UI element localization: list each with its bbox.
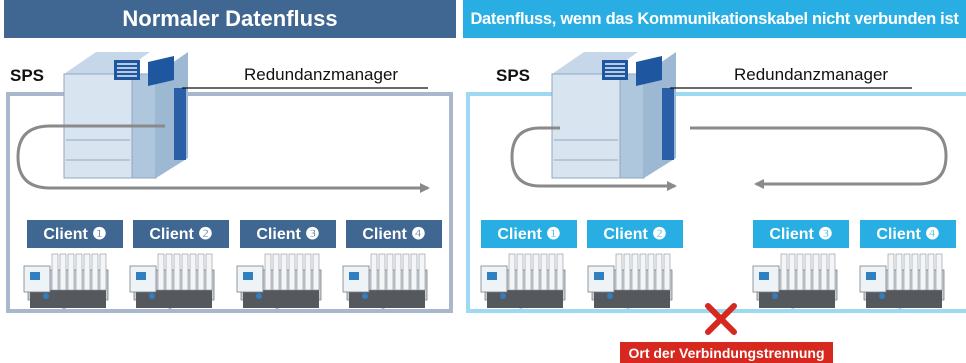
right-client-3-module-icon: [752, 253, 838, 309]
left-manager-label: Redundanzmanager: [244, 65, 399, 84]
client-4-module-icon: [342, 253, 428, 309]
disconnection-x-icon: [705, 303, 737, 335]
left-network-loop: [6, 92, 453, 313]
right-client-4-label: Client ❹: [860, 220, 956, 248]
right-manager-label: Redundanzmanager: [734, 65, 889, 84]
left-client-4-label: Client ❹: [346, 220, 442, 248]
right-flow-arrow-2: [690, 126, 948, 189]
right-flow-arrow-1: [510, 126, 677, 191]
left-sps-label: SPS: [10, 66, 45, 85]
disconnection-label: Ort der Verbindungstrennung: [620, 342, 833, 363]
right-client-4-module-icon: [859, 253, 945, 309]
client-3-module-icon: [236, 253, 322, 309]
right-sps-label: SPS: [496, 66, 531, 85]
client-2-module-icon: [129, 253, 215, 309]
client-1-module-icon: [23, 253, 109, 309]
left-panel-title: Normaler Datenfluss: [4, 0, 456, 38]
left-client-1-label: Client ❶: [27, 220, 123, 248]
left-flow-arrow: [16, 124, 430, 193]
right-plc-icon: [551, 52, 676, 179]
right-network-loop: [466, 92, 966, 313]
right-client-2-module-icon: [587, 253, 673, 309]
left-client-2-label: Client ❷: [133, 220, 229, 248]
right-client-3-label: Client ❸: [753, 220, 849, 248]
right-client-2-label: Client ❷: [587, 220, 683, 248]
right-panel-title: Datenfluss, wenn das Kommunikationskabel…: [463, 0, 966, 38]
left-plc-icon: [63, 52, 188, 179]
right-client-1-module-icon: [480, 253, 566, 309]
right-client-1-label: Client ❶: [481, 220, 577, 248]
left-client-3-label: Client ❸: [240, 220, 336, 248]
